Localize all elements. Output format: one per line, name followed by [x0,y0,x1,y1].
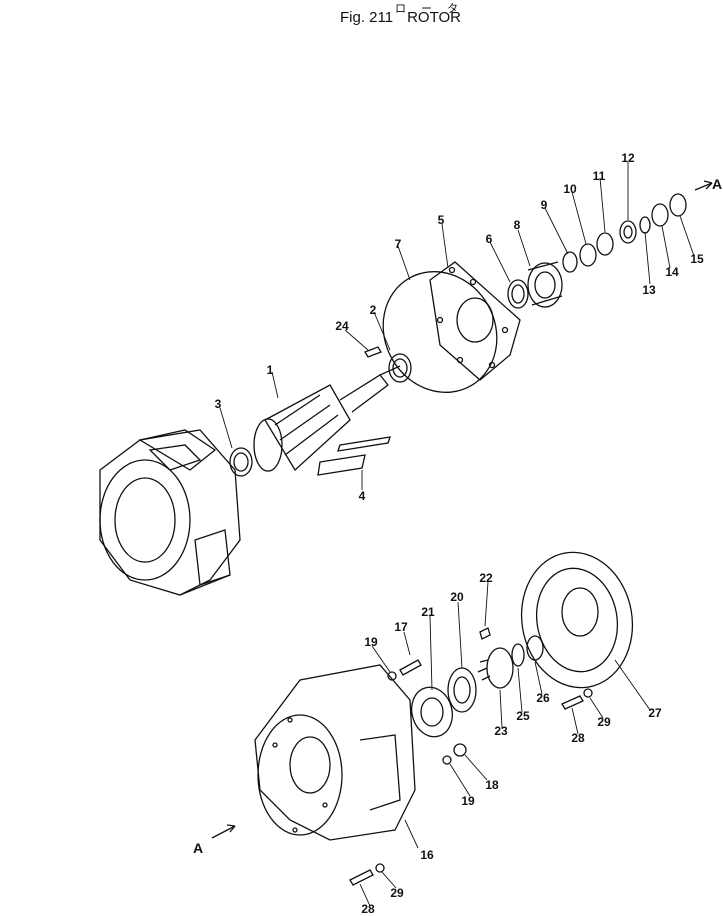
bolt-22 [479,627,491,640]
cover-27 [520,551,634,689]
callout-26: 26 [536,691,550,705]
washer-19-bottom [442,755,452,765]
callout-22: 22 [479,571,493,585]
callout-20: 20 [450,590,464,604]
leader-lines [219,162,695,907]
ring-11 [596,232,614,256]
arrow-a-bottom [211,824,236,839]
view-marker-a-top: A [712,176,723,192]
callout-24: 24 [335,319,349,333]
figure-name: ROTOR [407,9,461,26]
figure-title: Fig. 211 ROTOR [340,9,475,26]
callout-10: 10 [563,182,577,196]
rotor-1 [253,365,401,472]
callout-12: 12 [621,151,635,165]
nut-18 [453,743,467,757]
washer-29-bottom [375,863,385,873]
callout-27: 27 [648,706,662,720]
flange-20 [447,667,477,713]
ring-15 [669,193,687,217]
callout-6: 6 [485,232,493,246]
arrow-a-top [694,180,713,191]
callout-2: 2 [369,303,377,317]
shims-4 [317,436,391,476]
bolt-28-bottom [349,869,374,886]
ring-2 [388,353,412,383]
callout-8: 8 [513,218,521,232]
o-ring-7 [382,271,498,393]
callout-9: 9 [540,198,548,212]
callout-19-top: 19 [364,635,378,649]
bell-housing-16 [254,664,416,841]
callout-18: 18 [485,778,499,792]
gear-23 [477,647,514,689]
ring-13 [639,216,651,234]
ring-12 [619,220,637,244]
ring-14 [651,203,669,227]
callout-5: 5 [437,213,445,227]
bolt-28-right [561,695,584,710]
callout-28-right: 28 [571,731,585,745]
callout-1: 1 [266,363,274,377]
title-japanese: ロ ー タ [395,3,465,15]
bearing-8 [527,261,563,308]
callout-29-bottom: 29 [390,886,404,900]
callout-23: 23 [494,724,508,738]
ring-3 [229,447,253,477]
callout-28-bottom: 28 [361,902,375,916]
callout-29-right: 29 [597,715,611,729]
callout-15: 15 [690,252,704,266]
figure-number: Fig. 211 [340,9,394,26]
flange-plate-5 [429,261,521,381]
callout-4: 4 [358,489,366,503]
key-24 [364,346,382,358]
bolt-17 [399,659,422,676]
callout-13: 13 [642,283,656,297]
callout-7: 7 [394,237,402,251]
ring-25 [511,643,525,667]
callout-16: 16 [420,848,434,862]
callout-14: 14 [665,265,679,279]
seal-6 [507,279,529,309]
ring-9 [562,251,578,273]
gasket-21 [410,686,454,738]
callout-3: 3 [214,397,222,411]
washer-29-right [583,688,593,698]
stator-housing [99,429,241,596]
callout-21: 21 [421,605,435,619]
callout-17: 17 [394,620,408,634]
callout-11: 11 [592,169,606,183]
ring-10 [579,243,597,267]
callout-25: 25 [516,709,530,723]
callout-19-bottom: 19 [461,794,475,808]
view-marker-a-bottom: A [193,840,204,856]
washer-19-top [387,671,397,681]
